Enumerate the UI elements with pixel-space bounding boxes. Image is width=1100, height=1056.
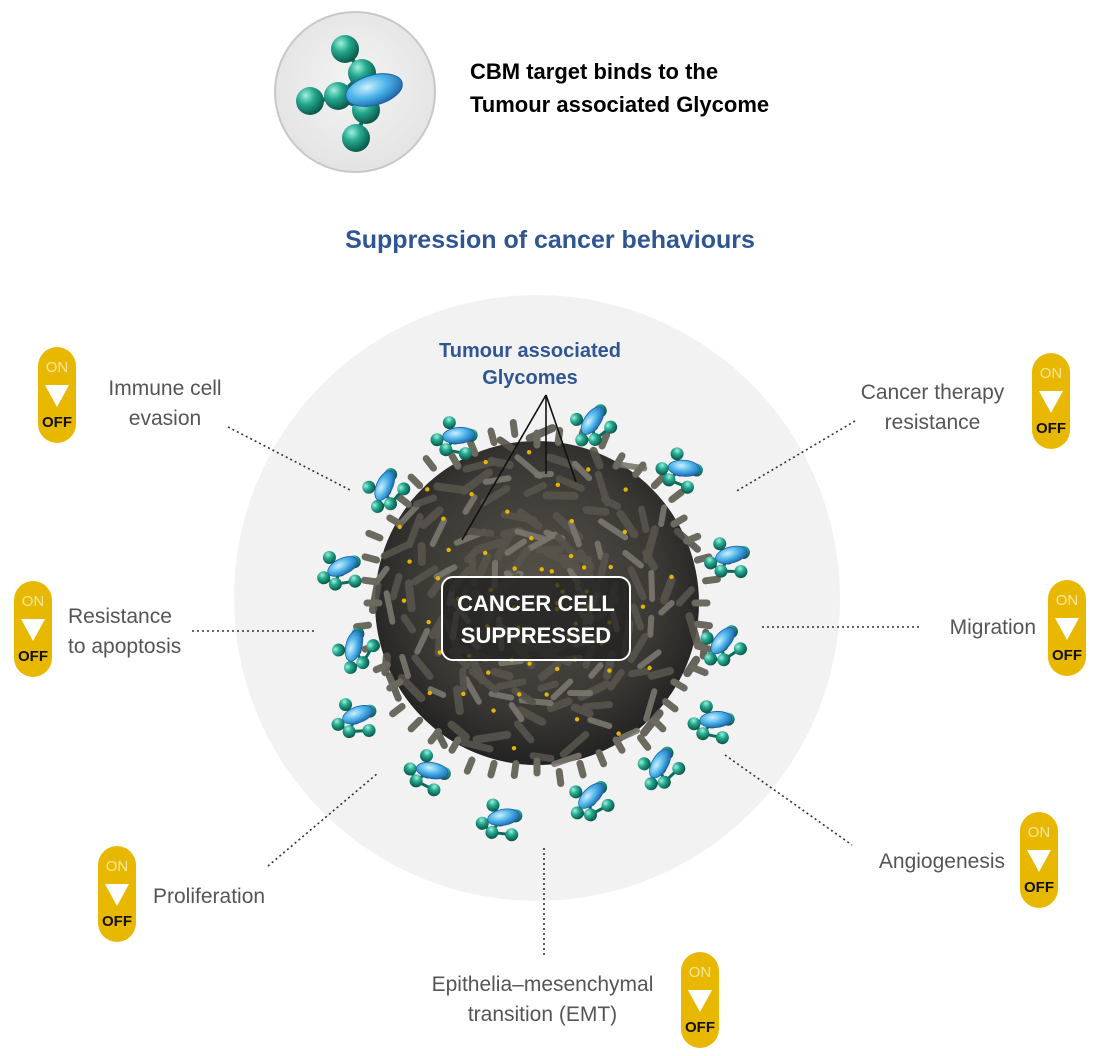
behaviour-emt: Epithelia–mesenchymal transition (EMT): [410, 970, 675, 1030]
glycan-cbm-cluster: [704, 537, 750, 579]
glycan-cbm-cluster: [687, 700, 735, 745]
down-arrow-icon: [1027, 850, 1051, 872]
down-arrow-icon: [105, 884, 129, 906]
behaviour-proliferation: Proliferation: [153, 882, 313, 912]
glycan-cbm-cluster: [569, 780, 615, 822]
glycan-cbm-cluster: [317, 550, 362, 591]
glycome-label-line-2: Glycomes: [482, 367, 578, 389]
switch-off-label: OFF: [18, 648, 48, 665]
down-arrow-icon: [1055, 618, 1079, 640]
switch-off-label: OFF: [1036, 420, 1066, 437]
down-arrow-icon: [688, 990, 712, 1012]
legend-glycan-icon: [274, 11, 436, 173]
behaviour-label-line: Immune cell: [108, 377, 222, 400]
on-off-switch: ON OFF: [14, 581, 52, 677]
switch-on-label: ON: [1056, 592, 1079, 609]
glycan-cbm-cluster: [570, 404, 618, 447]
switch-off-label: OFF: [1052, 647, 1082, 664]
legend-line-2: Tumour associated Glycome: [470, 92, 770, 117]
on-off-switch: ON OFF: [681, 952, 719, 1048]
cancer-cell-status-box: CANCER CELL SUPPRESSED: [441, 576, 631, 661]
down-arrow-icon: [1039, 391, 1063, 413]
behaviour-therapy-resistance: Cancer therapy resistance: [845, 378, 1020, 438]
behaviour-label-line: Resistance: [68, 605, 172, 628]
behaviour-label-line: Proliferation: [153, 885, 266, 908]
down-arrow-icon: [21, 619, 45, 641]
glycan-cbm-cluster: [362, 468, 411, 513]
glycan-cbm-cluster: [637, 746, 686, 791]
behaviour-label-line: Cancer therapy: [860, 381, 1005, 404]
behaviour-label-line: Angiogenesis: [878, 850, 1005, 873]
glycome-label: Tumour associated Glycomes: [410, 338, 650, 392]
glycan-cbm-cluster: [475, 798, 523, 842]
legend-caption: CBM target binds to the Tumour associate…: [470, 55, 850, 121]
switch-on-label: ON: [689, 964, 712, 981]
behaviour-label-line: to apoptosis: [68, 635, 182, 658]
behaviour-label-line: resistance: [884, 411, 981, 434]
on-off-switch: ON OFF: [98, 846, 136, 942]
status-line-2: SUPPRESSED: [460, 623, 612, 648]
glycan-cbm-cluster: [430, 416, 478, 461]
switch-off-label: OFF: [102, 913, 132, 930]
glycan-cbm-cluster: [655, 447, 703, 494]
down-arrow-icon: [45, 385, 69, 407]
switch-group: ON OFF ON OFF ON OFF ON OFF ON OFF ON OFF ON OFF: [14, 347, 1086, 1048]
glycome-pointer-lines: [461, 394, 577, 541]
glycome-label-line-1: Tumour associated: [439, 340, 621, 362]
glycan-cbm-cluster: [403, 749, 451, 797]
switch-on-label: ON: [22, 593, 45, 610]
switch-on-label: ON: [1028, 824, 1051, 841]
behaviour-angiogenesis: Angiogenesis: [850, 847, 1005, 877]
behaviour-label-line: transition (EMT): [467, 1003, 618, 1026]
glycan-cbm-cluster: [331, 698, 377, 739]
behaviour-label-line: evasion: [128, 407, 202, 430]
behaviour-migration: Migration: [900, 613, 1036, 643]
leader-lines: [192, 420, 920, 958]
on-off-switch: ON OFF: [1048, 580, 1086, 676]
switch-on-label: ON: [46, 359, 69, 376]
status-line-1: CANCER CELL: [457, 591, 615, 616]
switch-on-label: ON: [1040, 365, 1063, 382]
on-off-switch: ON OFF: [1020, 812, 1058, 908]
glycan-cluster-group: [317, 404, 750, 842]
switch-off-label: OFF: [685, 1019, 715, 1036]
glycan-cbm-cluster: [332, 627, 380, 674]
behaviour-apoptosis-resistance: Resistance to apoptosis: [68, 602, 218, 662]
switch-on-label: ON: [106, 858, 129, 875]
switch-off-label: OFF: [42, 414, 72, 431]
on-off-switch: ON OFF: [38, 347, 76, 443]
glycan-cbm-cluster: [700, 625, 747, 667]
legend-line-1: CBM target binds to the: [470, 59, 719, 84]
on-off-switch: ON OFF: [1032, 353, 1070, 449]
switch-off-label: OFF: [1024, 879, 1054, 896]
section-title: Suppression of cancer behaviours: [345, 226, 755, 254]
behaviour-immune-evasion: Immune cell evasion: [90, 374, 240, 434]
behaviour-label-line: Epithelia–mesenchymal: [431, 973, 654, 996]
behaviour-label-line: Migration: [949, 616, 1036, 639]
